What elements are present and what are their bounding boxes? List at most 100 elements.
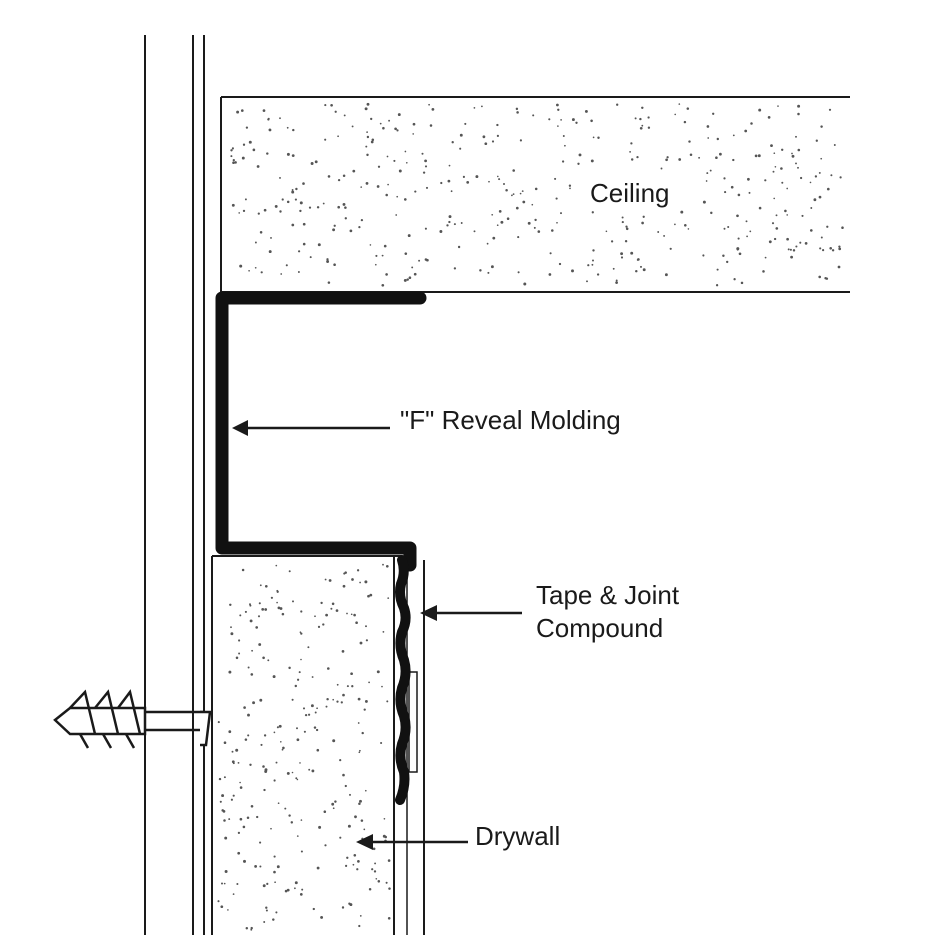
texture-speck bbox=[764, 179, 767, 182]
texture-speck bbox=[250, 926, 253, 930]
texture-speck bbox=[333, 224, 336, 227]
texture-speck bbox=[341, 906, 345, 909]
texture-speck bbox=[639, 265, 643, 268]
texture-speck bbox=[353, 854, 357, 857]
texture-speck bbox=[557, 125, 559, 127]
texture-speck bbox=[680, 210, 684, 214]
texture-speck bbox=[252, 701, 256, 705]
texture-speck bbox=[590, 159, 594, 163]
texture-speck bbox=[773, 237, 777, 241]
texture-speck bbox=[302, 242, 306, 246]
texture-speck bbox=[332, 807, 335, 810]
texture-speck bbox=[268, 128, 272, 132]
texture-speck bbox=[346, 856, 349, 859]
texture-speck bbox=[262, 109, 266, 112]
texture-speck bbox=[534, 218, 537, 222]
texture-speck bbox=[716, 268, 719, 271]
texture-speck bbox=[737, 193, 741, 197]
texture-speck bbox=[238, 212, 241, 214]
texture-speck bbox=[534, 187, 538, 191]
texture-speck bbox=[385, 273, 388, 276]
texture-speck bbox=[422, 171, 426, 174]
texture-speck bbox=[256, 815, 259, 819]
texture-speck bbox=[307, 646, 310, 649]
texture-speck bbox=[342, 693, 345, 697]
texture-speck bbox=[223, 819, 226, 822]
texture-speck bbox=[537, 230, 541, 233]
texture-speck bbox=[710, 211, 713, 215]
texture-speck bbox=[754, 154, 758, 158]
texture-speck bbox=[325, 613, 328, 617]
texture-speck bbox=[561, 160, 565, 163]
texture-speck bbox=[479, 269, 482, 272]
texture-speck bbox=[310, 704, 314, 708]
texture-speck bbox=[374, 862, 377, 865]
texture-speck bbox=[234, 161, 237, 164]
texture-speck bbox=[615, 279, 618, 282]
texture-speck bbox=[256, 165, 260, 168]
texture-speck bbox=[248, 140, 252, 144]
texture-speck bbox=[337, 178, 341, 182]
texture-speck bbox=[250, 804, 254, 808]
texture-speck bbox=[791, 152, 793, 155]
texture-speck bbox=[439, 230, 443, 233]
texture-speck bbox=[274, 881, 276, 884]
texture-speck bbox=[610, 240, 614, 243]
texture-speck bbox=[286, 771, 290, 775]
texture-speck bbox=[558, 262, 562, 266]
texture-speck bbox=[359, 641, 363, 645]
texture-speck bbox=[357, 697, 361, 701]
texture-speck bbox=[820, 157, 823, 160]
texture-speck bbox=[757, 154, 761, 158]
texture-speck bbox=[276, 865, 280, 869]
texture-speck bbox=[336, 700, 339, 703]
texture-speck bbox=[386, 155, 389, 158]
texture-speck bbox=[350, 613, 353, 616]
texture-speck bbox=[323, 810, 327, 813]
texture-speck bbox=[244, 198, 247, 201]
texture-speck bbox=[365, 625, 367, 628]
screw-icon bbox=[53, 689, 212, 749]
texture-speck bbox=[332, 698, 335, 701]
texture-speck bbox=[551, 229, 554, 232]
texture-speck bbox=[324, 844, 327, 847]
texture-speck bbox=[303, 730, 306, 733]
texture-speck bbox=[252, 148, 256, 152]
texture-speck bbox=[641, 124, 644, 127]
texture-speck bbox=[826, 225, 829, 228]
texture-speck bbox=[459, 133, 463, 137]
texture-speck bbox=[342, 174, 346, 177]
texture-speck bbox=[239, 264, 243, 268]
texture-speck bbox=[647, 116, 650, 119]
texture-speck bbox=[352, 863, 355, 866]
texture-speck bbox=[749, 230, 752, 233]
texture-speck bbox=[311, 769, 315, 773]
texture-speck bbox=[403, 198, 407, 201]
texture-speck bbox=[258, 602, 261, 605]
texture-speck bbox=[497, 175, 499, 178]
texture-speck bbox=[356, 868, 359, 871]
texture-speck bbox=[822, 249, 825, 252]
texture-speck bbox=[351, 685, 354, 688]
texture-speck bbox=[635, 269, 638, 273]
drywall-label: Drywall bbox=[475, 821, 560, 851]
texture-speck bbox=[568, 184, 572, 187]
texture-speck bbox=[592, 136, 595, 139]
texture-speck bbox=[309, 256, 312, 259]
texture-speck bbox=[359, 749, 361, 752]
texture-speck bbox=[512, 193, 515, 196]
texture-speck bbox=[512, 169, 515, 172]
texture-speck bbox=[405, 161, 408, 164]
texture-speck bbox=[383, 244, 387, 248]
texture-speck bbox=[237, 851, 241, 855]
texture-speck bbox=[311, 676, 314, 678]
texture-speck bbox=[411, 266, 414, 269]
texture-speck bbox=[365, 639, 369, 642]
texture-speck bbox=[294, 198, 297, 201]
texture-speck bbox=[597, 136, 600, 139]
ceiling-label: Ceiling bbox=[590, 178, 670, 208]
texture-speck bbox=[363, 708, 366, 711]
texture-speck bbox=[236, 110, 240, 114]
texture-speck bbox=[413, 272, 417, 276]
texture-speck bbox=[404, 252, 408, 256]
